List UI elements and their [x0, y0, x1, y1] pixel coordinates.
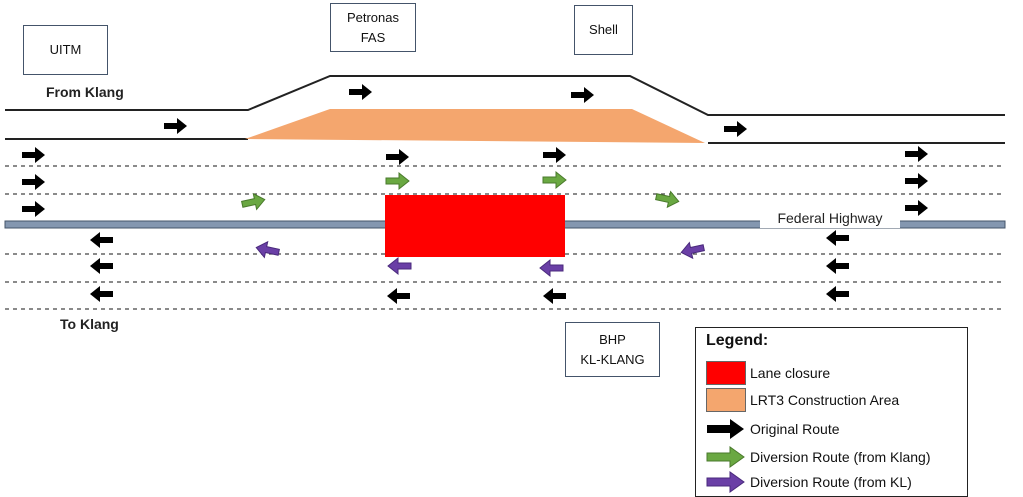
landmark-petronas-fas: Petronas FAS	[330, 3, 416, 52]
green-arrow-icon	[706, 446, 745, 468]
landmark-petronas-label-line2: FAS	[360, 29, 386, 45]
original-route-arrow-icon	[724, 121, 747, 137]
original-route-arrow-icon	[22, 201, 45, 217]
diversion-klang-arrow-icon	[655, 190, 680, 209]
black-arrow-icon	[707, 419, 744, 439]
legend-construction-text: LRT3 Construction Area	[750, 392, 900, 408]
original-route-arrow-icon	[90, 258, 113, 274]
legend-original-route-text: Original Route	[750, 421, 840, 437]
lane-closure-area	[385, 195, 565, 257]
landmark-shell-label: Shell	[589, 22, 618, 37]
original-route-arrow-icon	[164, 118, 187, 134]
legend-item-original-route: Original Route	[706, 416, 840, 442]
construction-swatch	[706, 388, 746, 412]
original-route-arrow-icon	[826, 258, 849, 274]
traffic-diversion-diagram	[4, 75, 1006, 310]
diversion-klang-arrow-icon	[241, 192, 266, 211]
original-route-arrow-icon	[543, 147, 566, 163]
diversion-kl-arrow-icon	[680, 241, 705, 260]
original-route-arrow-icon	[905, 173, 928, 189]
original-route-arrow-icon	[22, 147, 45, 163]
diversion-kl-arrow-icon	[539, 258, 564, 278]
legend-diversion-kl-text: Diversion Route (from KL)	[750, 474, 912, 490]
original-route-arrow-icon	[826, 286, 849, 302]
diversion-kl-arrow-icon	[387, 256, 412, 276]
legend-item-diversion-kl: Diversion Route (from KL)	[706, 469, 912, 495]
original-route-arrow-icon	[905, 146, 928, 162]
construction-area	[245, 109, 705, 143]
landmark-uitm-label: UITM	[49, 42, 82, 57]
legend-item-lane-closure: Lane closure	[706, 360, 830, 386]
purple-arrow-icon	[706, 471, 745, 493]
legend-diversion-klang-text: Diversion Route (from Klang)	[750, 449, 931, 465]
diversion-klang-arrow-icon	[542, 170, 567, 190]
original-route-arrow-icon	[387, 288, 410, 304]
original-route-arrow-icon	[571, 87, 594, 103]
original-route-arrow-icon	[90, 286, 113, 302]
to-klang-label: To Klang	[60, 316, 119, 332]
original-route-arrow-icon	[905, 200, 928, 216]
diversion-klang-arrow-icon	[385, 171, 410, 191]
top-road-edge	[5, 75, 1005, 116]
original-route-arrow-icon	[543, 288, 566, 304]
landmark-bhp-kl-klang: BHP KL-KLANG	[565, 322, 660, 377]
road-outline	[5, 75, 1005, 144]
legend-title: Legend:	[706, 332, 769, 349]
original-route-arrow-icon	[22, 174, 45, 190]
original-route-arrow-icon	[386, 149, 409, 165]
legend-item-construction: LRT3 Construction Area	[706, 387, 899, 413]
legend: Legend: Lane closure LRT3 Construction A…	[695, 327, 968, 497]
original-route-arrow-icon	[349, 84, 372, 100]
landmark-uitm: UITM	[23, 25, 108, 75]
lane-closure-swatch	[706, 361, 746, 385]
diversion-kl-arrow-icon	[255, 240, 280, 259]
from-klang-label: From Klang	[46, 84, 124, 100]
legend-lane-closure-text: Lane closure	[750, 365, 831, 381]
federal-highway-label: Federal Highway	[760, 208, 900, 228]
landmark-petronas-label-line1: Petronas	[346, 9, 400, 25]
original-route-arrow-icon	[90, 232, 113, 248]
landmark-shell: Shell	[574, 5, 633, 55]
original-route-arrow-icon	[826, 230, 849, 246]
landmark-bhp-label-line1: BHP	[599, 331, 626, 347]
route-arrows	[22, 84, 928, 304]
landmark-bhp-label-line2: KL-KLANG	[580, 351, 645, 367]
legend-item-diversion-klang: Diversion Route (from Klang)	[706, 444, 931, 470]
